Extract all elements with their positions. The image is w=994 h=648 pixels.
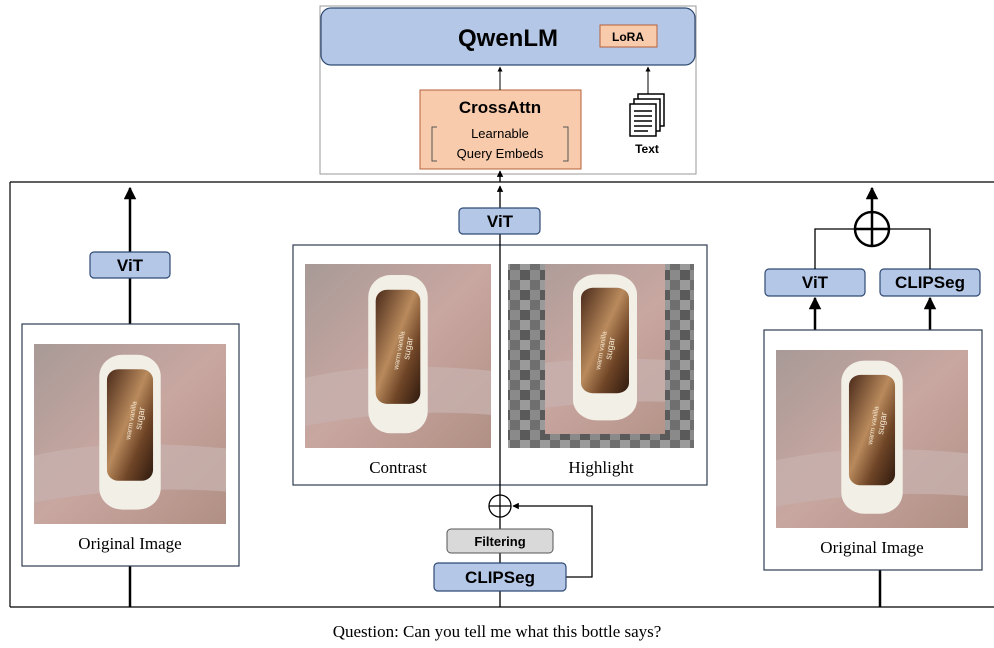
- top-module: QwenLM LoRA CrossAttn Learnable Query Em…: [319, 5, 697, 175]
- left-bottle-line2: sugar: [133, 406, 147, 430]
- center-feedback-loop: [512, 502, 593, 578]
- center-clipseg-label: CLIPSeg: [465, 568, 535, 587]
- crossattn-block: [419, 89, 582, 170]
- left-image-caption: Original Image: [78, 534, 181, 553]
- qwenlm-label: QwenLM: [458, 25, 558, 52]
- center-panel: warm vanilla sugar Contrast warm vanilla…: [292, 170, 708, 607]
- left-vit-block: [89, 251, 171, 279]
- question-text: Question: Can you tell me what this bott…: [333, 622, 662, 641]
- crossattn-sub2: Query Embeds: [457, 146, 544, 161]
- right-merge-right: [889, 228, 931, 269]
- center-vit-label: ViT: [487, 212, 514, 231]
- center-clipseg-block: [433, 562, 567, 592]
- qwenlm-block: [320, 7, 696, 66]
- right-panel: ViT CLIPSeg warm vanilla sugar Original …: [763, 186, 983, 607]
- crossattn-title: CrossAttn: [459, 98, 541, 117]
- document-icon: [629, 93, 665, 137]
- lora-block: [599, 24, 658, 48]
- right-clipseg-label: CLIPSeg: [895, 273, 965, 292]
- filtering-label: Filtering: [474, 534, 525, 549]
- crossattn-bracket-right: [563, 126, 569, 162]
- filtering-block: [446, 528, 554, 554]
- lora-label: LoRA: [612, 30, 644, 44]
- crossattn-bracket-left: [431, 126, 437, 162]
- right-bottle-line2: sugar: [875, 411, 889, 435]
- right-vit-label: ViT: [802, 273, 829, 292]
- crossattn-sub1: Learnable: [471, 126, 529, 141]
- text-label: Text: [635, 142, 659, 156]
- left-vit-label: ViT: [117, 256, 144, 275]
- highlight-caption: Highlight: [568, 458, 633, 477]
- left-panel: ViT warm vanilla sugar Original Image: [21, 186, 240, 607]
- contrast-caption: Contrast: [369, 458, 427, 477]
- right-image-caption: Original Image: [820, 538, 923, 557]
- center-vit-block: [458, 207, 541, 235]
- highlight-bottle-line2: sugar: [603, 336, 617, 360]
- right-merge-left: [814, 228, 855, 269]
- contrast-bottle-line2: sugar: [401, 336, 415, 360]
